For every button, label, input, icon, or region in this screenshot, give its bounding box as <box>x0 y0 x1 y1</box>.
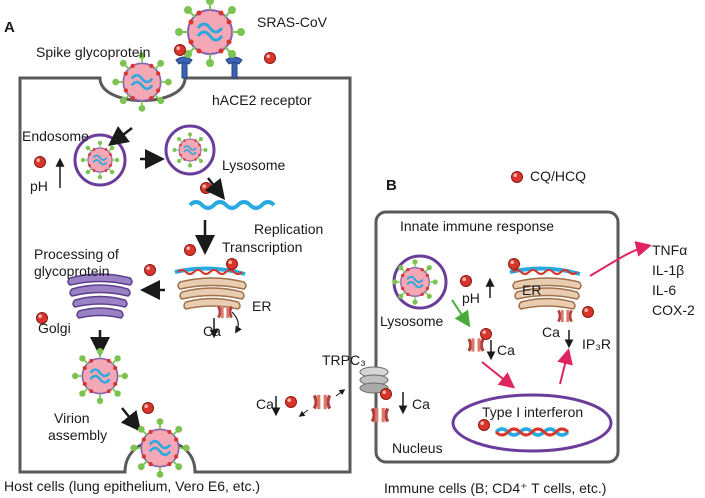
cytokine-cox2: COX-2 <box>652 302 695 318</box>
cytokine-il1b: IL-1β <box>652 262 685 278</box>
drug-molecule-icon <box>478 419 490 431</box>
drug-molecule-icon <box>380 388 392 400</box>
lysosome-label: Lysosome <box>222 157 286 173</box>
virus-icon <box>71 347 129 405</box>
er-icon <box>174 266 247 310</box>
virus-icon <box>391 258 439 306</box>
drug-label: CQ/HCQ <box>530 168 586 184</box>
virion-label-1: Virion <box>54 410 90 426</box>
cytokine-tnf: TNFα <box>652 242 688 258</box>
channel-icon <box>359 366 389 394</box>
nucleus <box>451 393 613 453</box>
drug-molecule-icon <box>226 258 238 270</box>
panel-a-caption: Host cells (lung epithelium, Vero E6, et… <box>4 478 261 494</box>
ca-label: Ca <box>203 323 221 339</box>
virus-icon <box>174 0 246 68</box>
spike-label: Spike glycoprotein <box>36 44 151 60</box>
ace2-receptor-icon <box>175 56 243 79</box>
ca-label-membrane: Ca <box>256 396 274 412</box>
channel-icon <box>557 308 573 324</box>
trpc3-label: TRPC₃ <box>322 352 366 368</box>
immune-cell-membrane <box>374 210 620 464</box>
drug-molecule-icon <box>285 396 297 408</box>
drug-molecule-icon <box>508 258 520 270</box>
drug-molecule-icon <box>34 156 46 168</box>
ip3r-label: IP₃R <box>582 336 612 352</box>
panel-b-letter: B <box>386 177 397 194</box>
drug-molecule-icon <box>142 402 154 414</box>
replication-label: Replication <box>254 221 324 237</box>
panel-a-letter: A <box>4 19 15 36</box>
drug-molecule-icon <box>460 275 472 287</box>
drug-molecule-icon <box>480 328 492 340</box>
ca-b-label-1: Ca <box>497 342 515 358</box>
endosome-label: Endosome <box>22 128 89 144</box>
golgi-icon <box>67 273 133 319</box>
ca-b-label-3: Ca <box>412 396 430 412</box>
lysosome-b-label: Lysosome <box>380 313 444 329</box>
virus-icon <box>172 132 208 168</box>
virus-icon <box>80 140 120 180</box>
nucleus-label: Nucleus <box>392 440 443 456</box>
cytokine-il6: IL-6 <box>652 282 677 298</box>
panel-b-caption: Immune cells (B; CD4⁺ T cells, etc.) <box>384 480 607 496</box>
virion-label-2: assembly <box>48 427 108 443</box>
drug-molecule-icon <box>200 182 212 194</box>
transcription-label: Transcription <box>222 239 303 255</box>
ph-b-label: pH <box>462 290 480 306</box>
processing-label-2: glycoprotein <box>34 263 110 279</box>
virus-label: SRAS-CoV <box>257 14 328 30</box>
dna-icon <box>494 427 570 437</box>
drug-molecule-icon <box>511 171 523 183</box>
receptor-label: hACE2 receptor <box>212 92 312 108</box>
innate-label: Innate immune response <box>400 218 555 234</box>
rna-strand-icon <box>188 200 276 210</box>
ca-b-label-2: Ca <box>542 324 560 340</box>
er-b-label: ER <box>522 282 542 298</box>
channel-icon <box>312 393 332 411</box>
er-label: ER <box>252 298 272 314</box>
drug-molecule-icon <box>184 244 196 256</box>
ph-label: pH <box>30 178 48 194</box>
processing-label-1: Processing of <box>34 246 119 262</box>
drug-molecule-icon <box>174 44 186 56</box>
golgi-label: Golgi <box>38 320 71 336</box>
drug-molecule-icon <box>582 306 594 318</box>
drug-molecule-icon <box>264 52 276 64</box>
virus-icon <box>111 51 173 113</box>
er-icon <box>509 266 582 310</box>
interferon-label: Type I interferon <box>482 404 584 420</box>
channel-icon <box>467 336 485 354</box>
channel-icon <box>370 406 390 424</box>
virus-icon <box>129 417 191 479</box>
channel-icon <box>217 304 233 320</box>
drug-molecule-icon <box>144 264 156 276</box>
